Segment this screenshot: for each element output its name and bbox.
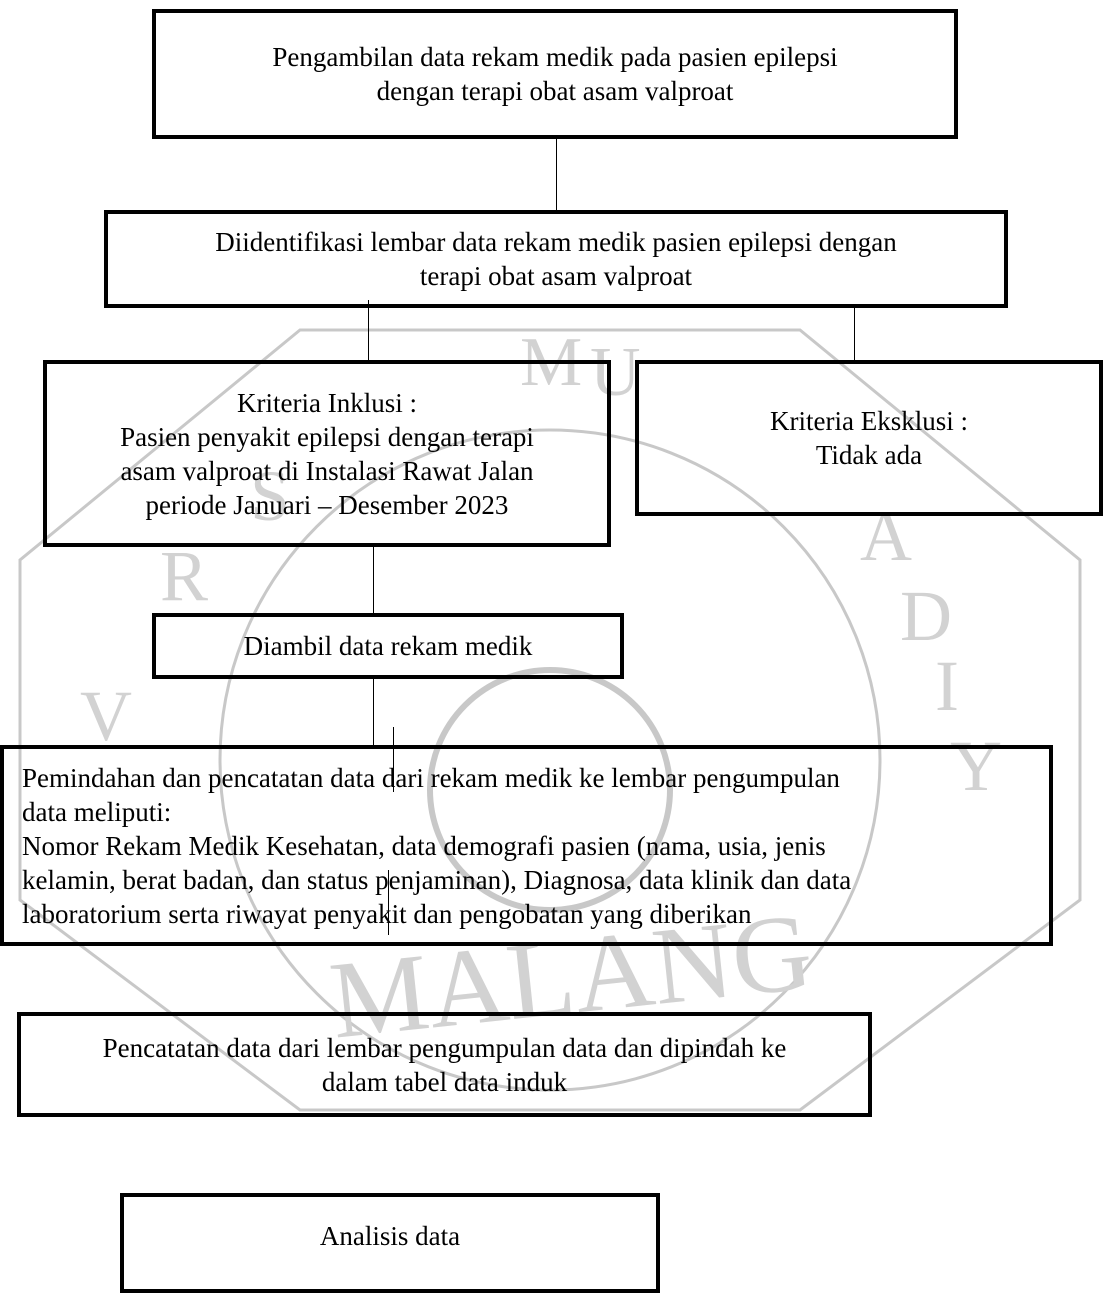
connector-1-2 — [556, 137, 557, 212]
connector-inclusion-3 — [373, 545, 374, 615]
box-line: laboratorium serta riwayat penyakit dan … — [22, 898, 752, 929]
box-line: Analisis data — [319, 1221, 461, 1251]
connector-4-5 — [393, 727, 394, 792]
box-line: Pasien penyakit epilepsi dengan terapi — [120, 421, 534, 452]
connector-5-6 — [388, 870, 389, 935]
box-line: Pemindahan dan pencatatan data dari reka… — [22, 762, 840, 793]
box-line: data meliputi: — [22, 796, 172, 827]
box-line: kelamin, berat badan, dan status penjami… — [22, 864, 852, 895]
box-line: Tidak ada — [815, 440, 923, 470]
box-line: Nomor Rekam Medik Kesehatan, data demogr… — [22, 830, 826, 861]
connector-2-exclusion — [854, 305, 855, 362]
watermark-letter: R — [160, 536, 208, 616]
step-identification-box: Diidentifikasi lembar data rekam medik p… — [104, 210, 1008, 308]
box-line: Diidentifikasi lembar data rekam medik p… — [215, 227, 897, 257]
step-analysis-box: Analisis data — [120, 1193, 660, 1293]
exclusion-criteria-box: Kriteria Eksklusi : Tidak ada — [635, 360, 1103, 516]
watermark-letter: V — [80, 676, 132, 756]
box-line: Kriteria Eksklusi : — [770, 406, 968, 436]
box-line: dalam tabel data induk — [321, 1066, 568, 1097]
step-data-collection-box: Pengambilan data rekam medik pada pasien… — [152, 9, 958, 139]
box-line: Kriteria Inklusi : — [237, 387, 417, 418]
box-line: dengan terapi obat asam valproat — [376, 76, 734, 106]
box-line: Pengambilan data rekam medik pada pasien… — [272, 42, 838, 72]
box-line: Pencatatan data dari lembar pengumpulan … — [102, 1032, 787, 1063]
step-retrieve-records-box: Diambil data rekam medik — [152, 613, 624, 679]
box-line: asam valproat di Instalasi Rawat Jalan — [120, 455, 534, 486]
box-line: Diambil data rekam medik — [243, 631, 533, 661]
connector-3-4 — [373, 677, 374, 747]
box-line: terapi obat asam valproat — [419, 261, 693, 291]
watermark-letter: I — [935, 646, 959, 726]
box-line: periode Januari – Desember 2023 — [145, 489, 509, 520]
step-master-table-box: Pencatatan data dari lembar pengumpulan … — [17, 1012, 872, 1117]
step-transfer-record-box: Pemindahan dan pencatatan data dari reka… — [0, 745, 1053, 946]
inclusion-criteria-box: Kriteria Inklusi : Pasien penyakit epile… — [43, 360, 611, 547]
connector-2-inclusion — [368, 300, 369, 362]
watermark-letter: D — [900, 576, 952, 656]
